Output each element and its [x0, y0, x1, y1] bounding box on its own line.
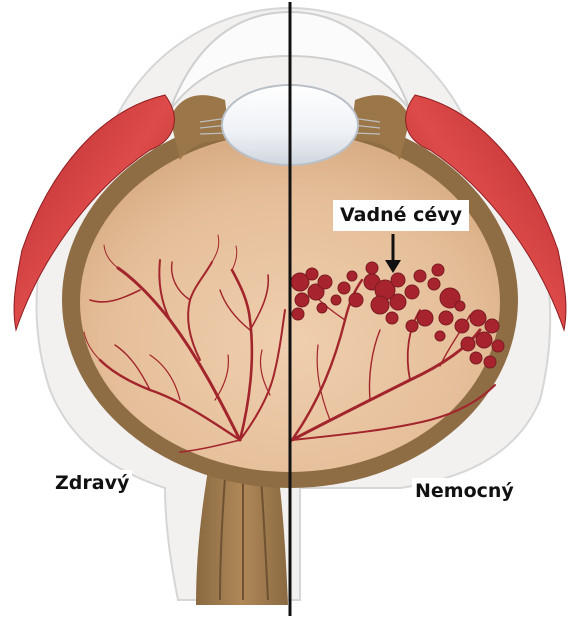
- defective-vessels-label: Vadné cévy: [333, 200, 469, 231]
- healthy-label: Zdravý: [52, 470, 132, 497]
- diseased-label: Nemocný: [412, 478, 517, 505]
- optic-nerve: [196, 470, 288, 605]
